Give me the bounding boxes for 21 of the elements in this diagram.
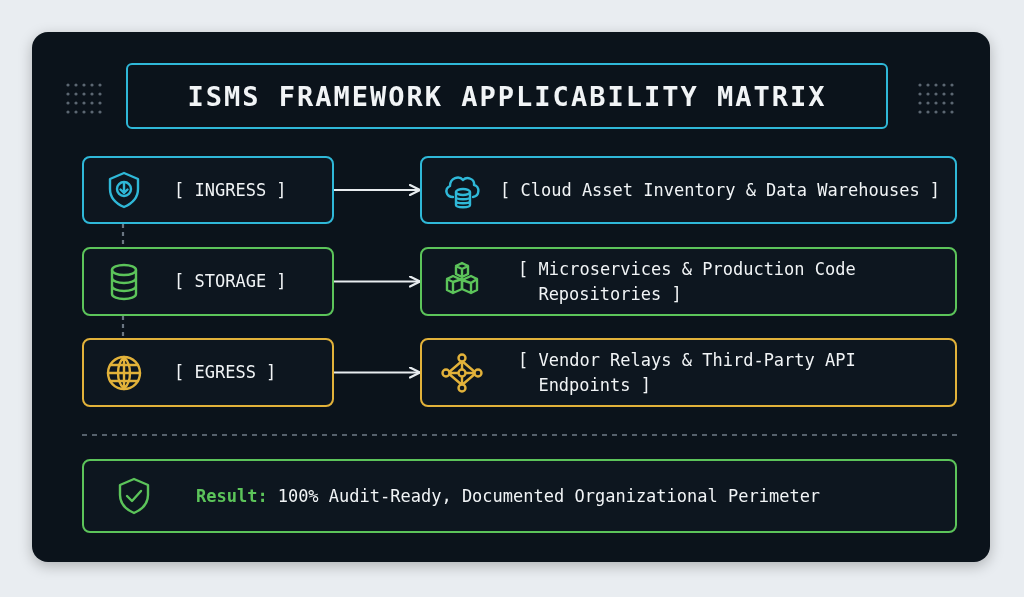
result-label: Result: (196, 484, 268, 508)
process-box (82, 247, 334, 316)
process-box (420, 247, 957, 316)
node-label: [ STORAGE ] (174, 270, 287, 293)
node-label: [ INGRESS ] (174, 178, 287, 202)
dashed-connector (121, 316, 125, 338)
result-box (82, 459, 957, 533)
node-label: [ EGRESS ] (174, 361, 277, 384)
process-box (420, 156, 957, 224)
arrow (334, 366, 422, 379)
title-banner: ISMS FRAMEWORK APPLICABILITY MATRIX (126, 63, 888, 129)
process-box (420, 338, 957, 407)
dashed-connector (121, 224, 125, 247)
arrow (334, 275, 422, 288)
node-label: [ Cloud Asset Inventory & Data Warehouses ] (500, 178, 941, 202)
result-text: 100% Audit-Ready, Documented Organizational Perimeter (277, 484, 821, 508)
node-label: [ Microservices & Production Code Repositories ] (518, 257, 857, 306)
arrow (334, 183, 422, 197)
process-box (82, 156, 334, 224)
process-box (82, 338, 334, 407)
node-label: [ Vendor Relays & Third-Party API Endpoints ] (518, 348, 857, 397)
